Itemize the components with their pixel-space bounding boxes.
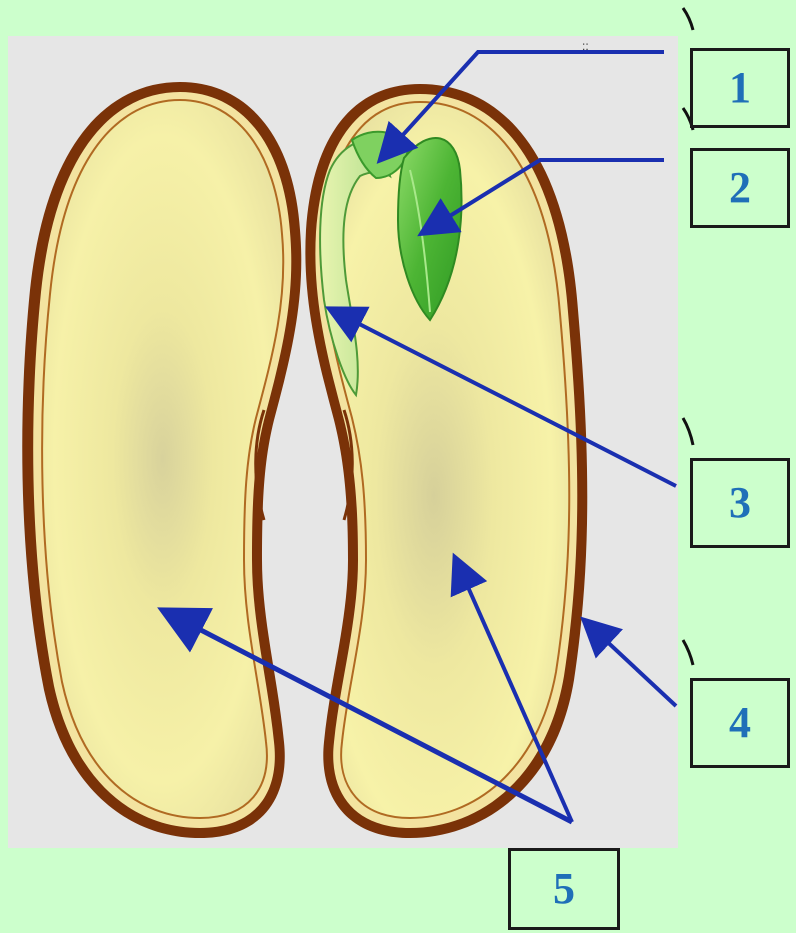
- label-box-1: 1: [690, 48, 790, 128]
- label-4-text: 4: [729, 701, 751, 745]
- label-2-text: 2: [729, 166, 751, 210]
- label-box-3: 3: [690, 458, 790, 548]
- label-box-2: 2: [690, 148, 790, 228]
- left-cotyledon: [22, 82, 301, 838]
- left-cotyledon-body: [42, 100, 283, 818]
- label-5-text: 5: [553, 867, 575, 911]
- label-3-text: 3: [729, 481, 751, 525]
- label-box-4: 4: [690, 678, 790, 768]
- label-box-5: 5: [508, 848, 620, 930]
- label-1-text: 1: [729, 66, 751, 110]
